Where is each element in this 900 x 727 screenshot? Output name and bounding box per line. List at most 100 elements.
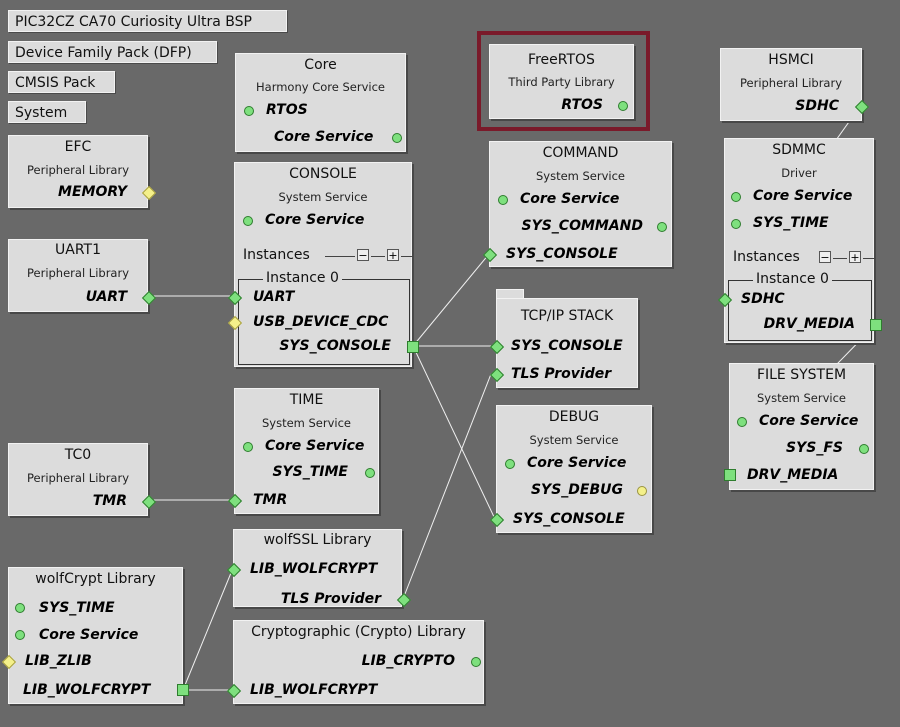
console-subtitle: System Service — [278, 190, 368, 204]
filesystem-component[interactable]: FILE SYSTEM System Service Core Service … — [724, 363, 874, 490]
console-uart-label: UART — [253, 289, 295, 305]
wolfcrypt-title: wolfCrypt Library — [35, 571, 156, 587]
crypto-component[interactable]: Cryptographic (Crypto) Library LIB_CRYPT… — [226, 620, 484, 704]
cmsis-component[interactable]: CMSIS Pack — [8, 71, 115, 93]
sdmmc-instances-label: Instances — [733, 249, 800, 265]
wolfssl-tls-port[interactable] — [396, 592, 412, 608]
wolfcrypt-core-service-port[interactable] — [15, 630, 25, 640]
sdmmc-subtitle: Driver — [781, 166, 817, 180]
wolfssl-lib-port[interactable] — [226, 562, 242, 578]
command-title: COMMAND — [542, 145, 619, 161]
wolfssl-lib-label: LIB_WOLFCRYPT — [250, 561, 378, 577]
debug-component[interactable]: DEBUG System Service Core Service SYS_DE… — [489, 405, 652, 533]
debug-sys-console-port[interactable] — [489, 512, 505, 528]
filesystem-core-service-port[interactable] — [737, 417, 747, 427]
sdmmc-component[interactable]: SDMMC Driver Core Service SYS_TIME Insta… — [717, 138, 882, 343]
filesystem-subtitle: System Service — [756, 391, 847, 405]
wolfssl-component[interactable]: wolfSSL Library LIB_WOLFCRYPT TLS Provid… — [226, 529, 412, 608]
debug-sys-debug-port[interactable] — [637, 486, 647, 496]
core-service-label: Core Service — [274, 129, 374, 145]
console-instances-label: Instances — [243, 247, 310, 263]
time-tmr-label: TMR — [253, 492, 288, 508]
filesystem-drv-media-port[interactable] — [724, 469, 736, 481]
selection-highlight — [477, 31, 650, 131]
uart1-uart-label: UART — [85, 289, 127, 305]
hsmci-component[interactable]: HSMCI Peripheral Library SDHC — [720, 48, 870, 121]
wolfcrypt-component[interactable]: wolfCrypt Library SYS_TIME Core Service … — [1, 567, 189, 704]
efc-memory-port[interactable] — [141, 185, 157, 201]
tc0-title: TC0 — [64, 447, 92, 463]
time-core-service-port[interactable] — [243, 442, 253, 452]
command-subtitle: System Service — [535, 169, 626, 183]
dfp-component[interactable]: Device Family Pack (DFP) — [8, 41, 217, 63]
tc0-component[interactable]: TC0 Peripheral Library TMR — [8, 443, 157, 516]
sdmmc-sys-time-port[interactable] — [731, 219, 741, 229]
bsp-component[interactable]: PIC32CZ CA70 Curiosity Ultra BSP — [8, 10, 287, 32]
wolfcrypt-sys-time-port[interactable] — [15, 603, 25, 613]
uart1-uart-port[interactable] — [141, 290, 157, 306]
sdmmc-add-instance-button[interactable]: + — [849, 251, 861, 264]
tcpip-component[interactable]: TCP/IP STACK SYS_CONSOLE TLS Provider — [489, 298, 638, 388]
console-remove-instance-button[interactable]: − — [357, 249, 369, 262]
core-rtos-port[interactable] — [244, 106, 254, 116]
wire-console-debug — [412, 345, 496, 520]
console-add-instance-button[interactable]: + — [387, 249, 399, 262]
sdmmc-remove-instance-button[interactable]: − — [819, 251, 831, 264]
uart1-component[interactable]: UART1 Peripheral Library UART — [8, 239, 157, 312]
uart1-subtitle: Peripheral Library — [26, 266, 130, 280]
command-core-service-label: Core Service — [520, 191, 620, 207]
sdmmc-title: SDMMC — [772, 142, 826, 158]
console-instance0-label: Instance 0 — [263, 270, 342, 286]
crypto-lib-port[interactable] — [226, 683, 242, 699]
console-title: CONSOLE — [289, 166, 357, 182]
tc0-tmr-port[interactable] — [141, 494, 157, 510]
sdmmc-sys-time-label: SYS_TIME — [753, 215, 829, 231]
tcpip-sys-console-port[interactable] — [489, 339, 505, 355]
debug-title: DEBUG — [548, 409, 600, 425]
console-sys-console-label: SYS_CONSOLE — [279, 338, 391, 354]
debug-sys-console-label: SYS_CONSOLE — [513, 511, 625, 527]
time-component[interactable]: TIME System Service Core Service SYS_TIM… — [227, 388, 379, 514]
sdmmc-core-service-port[interactable] — [731, 192, 741, 202]
hsmci-title: HSMCI — [768, 52, 814, 68]
debug-sys-debug-label: SYS_DEBUG — [530, 482, 623, 498]
sdmmc-drv-media-port[interactable] — [870, 319, 882, 331]
time-title: TIME — [289, 392, 324, 408]
hsmci-sdhc-port[interactable] — [854, 99, 870, 115]
command-sys-console-port[interactable] — [482, 247, 498, 263]
console-core-service-port[interactable] — [243, 216, 253, 226]
time-sys-time-port[interactable] — [365, 468, 375, 478]
debug-core-service-port[interactable] — [505, 459, 515, 469]
freertos-component[interactable]: FreeRTOS Third Party Library RTOS — [489, 44, 634, 119]
efc-component[interactable]: EFC Peripheral Library MEMORY — [8, 135, 157, 208]
crypto-lib-crypto-port[interactable] — [471, 657, 481, 667]
command-component[interactable]: COMMAND System Service Core Service SYS_… — [482, 141, 672, 267]
core-service-port[interactable] — [392, 133, 402, 143]
command-core-service-port[interactable] — [498, 195, 508, 205]
efc-subtitle: Peripheral Library — [26, 163, 130, 177]
core-title: Core — [304, 57, 337, 73]
console-sys-console-port[interactable] — [407, 341, 419, 353]
sdmmc-sdhc-label: SDHC — [741, 291, 785, 307]
wolfcrypt-sys-time-label: SYS_TIME — [39, 600, 115, 616]
command-sys-command-port[interactable] — [657, 222, 667, 232]
filesystem-sys-fs-port[interactable] — [859, 444, 869, 454]
freertos-subtitle: Third Party Library — [508, 75, 615, 89]
wolfcrypt-zlib-port[interactable] — [1, 654, 17, 670]
uart1-title: UART1 — [55, 242, 101, 258]
sdmmc-core-service-label: Core Service — [753, 188, 853, 204]
debug-core-service-label: Core Service — [527, 455, 627, 471]
tc0-tmr-label: TMR — [92, 493, 127, 509]
crypto-lib-label: LIB_WOLFCRYPT — [250, 682, 378, 698]
sdmmc-drv-media-label: DRV_MEDIA — [763, 316, 855, 332]
wire-wolfssl-tcpip — [402, 373, 492, 600]
core-component[interactable]: Core Harmony Core Service RTOS Core Serv… — [235, 53, 406, 152]
wolfcrypt-lib-port[interactable] — [177, 684, 189, 696]
debug-subtitle: System Service — [529, 433, 619, 447]
tcpip-tls-port[interactable] — [489, 367, 505, 383]
time-tmr-port[interactable] — [227, 493, 243, 509]
console-component[interactable]: CONSOLE System Service Core Service Inst… — [227, 162, 419, 367]
freertos-rtos-port[interactable] — [618, 101, 628, 111]
system-component[interactable]: System — [8, 101, 86, 123]
wolfssl-title: wolfSSL Library — [263, 532, 372, 548]
